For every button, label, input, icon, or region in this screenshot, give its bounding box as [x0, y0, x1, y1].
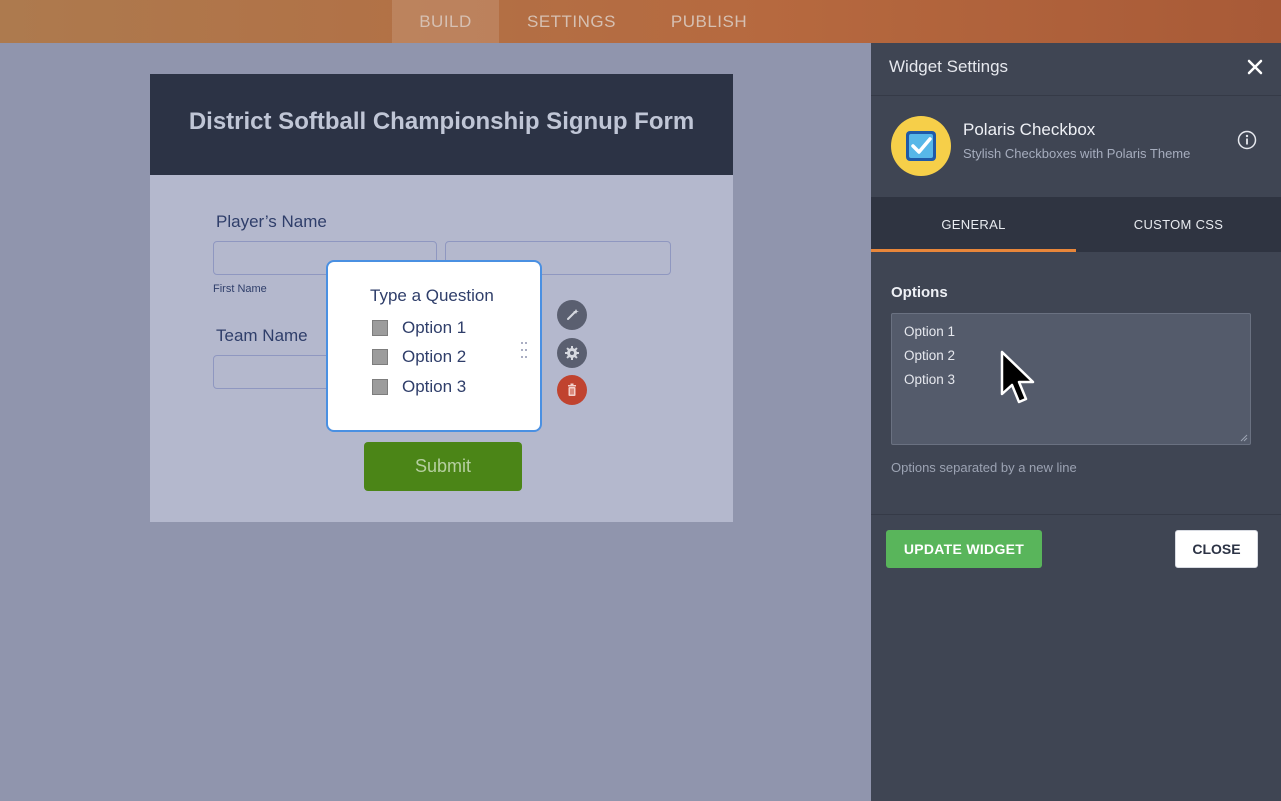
options-line: Option 1 — [904, 324, 956, 339]
form-header[interactable]: District Softball Championship Signup Fo… — [150, 74, 733, 175]
settings-tabs: GENERAL CUSTOM CSS — [871, 197, 1281, 252]
panel-header: Widget Settings — [871, 43, 1281, 96]
tab-build[interactable]: BUILD — [392, 0, 499, 43]
checkbox[interactable] — [372, 320, 388, 336]
close-icon — [1247, 59, 1263, 75]
tab-settings[interactable]: SETTINGS — [526, 12, 616, 31]
close-button[interactable]: CLOSE — [1175, 530, 1258, 568]
options-line: Option 2 — [904, 348, 956, 363]
checkbox[interactable] — [372, 379, 388, 395]
trash-icon — [568, 383, 576, 396]
options-label: Options — [891, 284, 948, 301]
magic-wand-button[interactable] — [557, 300, 587, 330]
first-name-sublabel: First Name — [213, 283, 267, 295]
widget-settings-button[interactable] — [557, 338, 587, 368]
team-name-label: Team Name — [216, 326, 308, 345]
widget-info: Polaris Checkbox Stylish Checkboxes with… — [871, 96, 1281, 197]
drag-handle-icon[interactable] — [520, 340, 528, 360]
widget-description: Stylish Checkboxes with Polaris Theme — [963, 146, 1191, 161]
widget-question-label[interactable]: Type a Question — [370, 286, 494, 305]
widget-option-label: Option 2 — [402, 347, 467, 366]
options-textarea[interactable]: Option 1 Option 2 Option 3 — [891, 313, 1251, 445]
widget-name: Polaris Checkbox — [963, 120, 1096, 139]
gear-icon — [565, 346, 579, 360]
tab-general[interactable]: GENERAL — [871, 197, 1076, 252]
options-hint: Options separated by a new line — [891, 460, 1077, 475]
widget-option-label: Option 1 — [402, 318, 467, 337]
options-line: Option 3 — [904, 372, 956, 387]
info-icon[interactable] — [1237, 130, 1257, 150]
top-nav-bar: BUILD SETTINGS PUBLISH — [0, 0, 1281, 43]
update-widget-button[interactable]: UPDATE WIDGET — [886, 530, 1042, 568]
delete-widget-button[interactable] — [557, 375, 587, 405]
form-title[interactable]: District Softball Championship Signup Fo… — [188, 108, 695, 135]
submit-button[interactable]: Submit — [364, 442, 522, 491]
checkbox[interactable] — [372, 349, 388, 365]
close-panel-button[interactable] — [1243, 55, 1267, 79]
players-name-label: Player’s Name — [216, 212, 327, 231]
widget-settings-panel: Widget Settings Polaris Checkbox Stylish… — [871, 43, 1281, 801]
resize-handle-icon[interactable] — [1240, 434, 1248, 442]
checkbox-widget-preview[interactable]: Type a Question Option 1 Option 2 Option… — [326, 260, 542, 432]
panel-title: Widget Settings — [889, 57, 1009, 76]
divider — [871, 514, 1281, 515]
checkbox-logo-icon — [906, 131, 936, 161]
tab-custom-css[interactable]: CUSTOM CSS — [1133, 217, 1224, 232]
tab-publish[interactable]: PUBLISH — [670, 12, 748, 31]
widget-option-label: Option 3 — [402, 377, 467, 396]
magic-wand-icon — [567, 309, 579, 320]
polaris-checkbox-logo — [891, 116, 951, 176]
mouse-cursor-icon — [1000, 350, 1042, 408]
